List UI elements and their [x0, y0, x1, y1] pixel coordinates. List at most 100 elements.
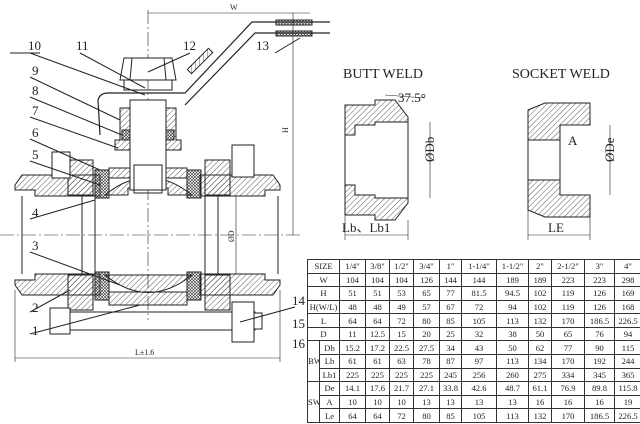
- table-cell: 61: [365, 354, 391, 369]
- table-cell: 17.2: [365, 340, 391, 356]
- table-cell: 72: [461, 299, 498, 315]
- table-cell: 144: [461, 272, 498, 288]
- table-cell: 90: [584, 340, 616, 356]
- table-cell: 94: [614, 326, 640, 342]
- table-cell: 13: [413, 394, 441, 410]
- table-cell: 245: [439, 367, 463, 383]
- size-column-header: 3/4": [413, 259, 441, 274]
- table-cell: 115: [614, 340, 640, 356]
- table-cell: 104: [339, 272, 367, 288]
- table-cell: 365: [614, 367, 640, 383]
- table-cell: 94: [496, 299, 530, 315]
- table-cell: 49: [389, 299, 415, 315]
- table-cell: 168: [614, 299, 640, 315]
- table-cell: 102: [528, 299, 553, 315]
- table-cell: 34: [439, 340, 463, 356]
- row-label: A: [318, 394, 341, 410]
- table-cell: 144: [439, 272, 463, 288]
- row-label: L: [306, 313, 341, 328]
- table-cell: 76.9: [551, 381, 586, 396]
- table-cell: 87: [439, 354, 463, 369]
- table-cell: 38: [496, 326, 530, 342]
- part-8: 8: [32, 83, 39, 98]
- table-cell: 72: [389, 313, 415, 328]
- table-cell: 50: [528, 326, 553, 342]
- table-cell: 16: [528, 394, 553, 410]
- table-cell: 170: [551, 354, 586, 369]
- dim-lb-label: Lb、Lb1: [342, 220, 390, 235]
- row-label: H(W/L): [306, 299, 341, 315]
- table-cell: 226.5: [614, 408, 640, 423]
- table-cell: 89.8: [584, 381, 616, 396]
- part-12: 12: [183, 38, 196, 53]
- table-cell: 57: [413, 299, 441, 315]
- row-label: De: [318, 381, 341, 396]
- table-cell: 64: [339, 408, 367, 423]
- table-cell: 15: [389, 326, 415, 342]
- size-column-header: 2": [528, 259, 553, 274]
- table-cell: 94.5: [496, 286, 530, 301]
- table-cell: 113: [496, 354, 530, 369]
- part-3: 3: [32, 238, 39, 253]
- row-label: D: [306, 326, 341, 342]
- part-2: 2: [32, 300, 39, 315]
- row-label: Le: [318, 408, 341, 423]
- part-14: 14: [292, 293, 306, 308]
- butt-weld-title: BUTT WELD: [343, 67, 423, 82]
- table-cell: 119: [551, 286, 586, 301]
- table-cell: 226.5: [614, 313, 640, 328]
- table-cell: 61.1: [528, 381, 553, 396]
- table-cell: 105: [461, 313, 498, 328]
- table-cell: 27.1: [413, 381, 441, 396]
- table-cell: 189: [528, 272, 553, 288]
- group-label: BW: [307, 340, 320, 383]
- table-cell: 113: [496, 408, 530, 423]
- table-cell: 134: [528, 354, 553, 369]
- table-cell: 50: [496, 340, 530, 356]
- size-column-header: 1": [439, 259, 463, 274]
- group-label: SW: [307, 381, 320, 423]
- table-cell: 170: [551, 313, 586, 328]
- table-cell: 62: [528, 340, 553, 356]
- table-cell: 14.1: [339, 381, 367, 396]
- table-cell: 13: [461, 394, 498, 410]
- table-cell: 186.5: [584, 408, 616, 423]
- table-cell: 64: [339, 313, 367, 328]
- table-cell: 12.5: [365, 326, 391, 342]
- table-cell: 132: [528, 313, 553, 328]
- table-cell: 77: [439, 286, 463, 301]
- table-cell: 33.8: [439, 381, 463, 396]
- table-cell: 225: [339, 367, 367, 383]
- table-cell: 104: [365, 272, 391, 288]
- table-cell: 81.5: [461, 286, 498, 301]
- dim-h-label: H: [281, 127, 290, 133]
- part-10: 10: [28, 38, 41, 53]
- table-cell: 76: [584, 326, 616, 342]
- table-cell: 126: [413, 272, 441, 288]
- table-cell: 78: [413, 354, 441, 369]
- table-cell: 65: [413, 286, 441, 301]
- dim-db-label: ØDb: [422, 137, 437, 162]
- dim-de-label: ØDe: [602, 137, 617, 162]
- table-cell: 17.6: [365, 381, 391, 396]
- row-label: Db: [318, 340, 341, 356]
- table-cell: 63: [389, 354, 415, 369]
- bevel-angle-label: 37.5°: [398, 90, 426, 105]
- table-cell: 102: [528, 286, 553, 301]
- table-cell: 10: [365, 394, 391, 410]
- table-cell: 80: [413, 408, 441, 423]
- part-1: 1: [32, 323, 39, 338]
- size-column-header: 1/2": [389, 259, 415, 274]
- dim-l-label: L±1.6: [135, 348, 154, 357]
- table-cell: 15.2: [339, 340, 367, 356]
- table-cell: 192: [584, 354, 616, 369]
- size-column-header: 1-1/4": [461, 259, 498, 274]
- part-7: 7: [32, 103, 39, 118]
- table-cell: 132: [528, 408, 553, 423]
